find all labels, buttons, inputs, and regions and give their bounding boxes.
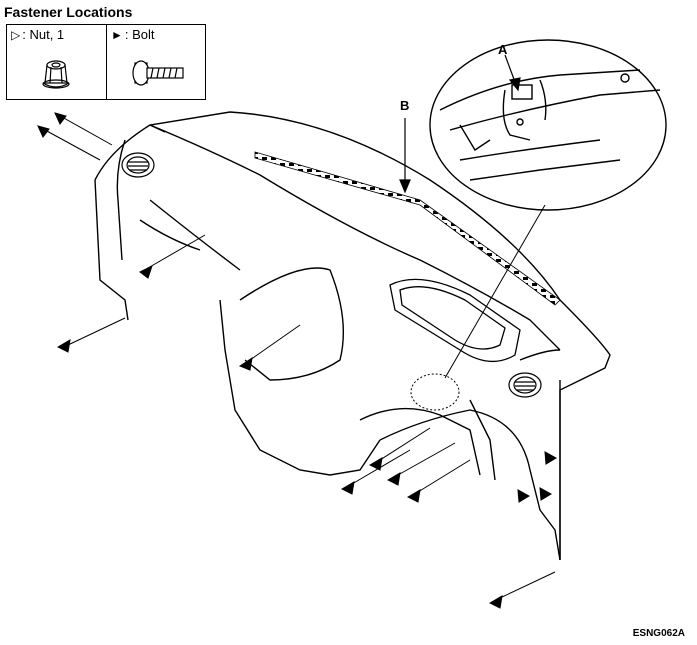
filled-triangle-icon: ►: [111, 28, 123, 42]
figure-code: ESNG062A: [632, 628, 685, 639]
bolt-marker: [340, 481, 355, 495]
nut-icon: [42, 60, 70, 89]
bolt-marker: [37, 125, 50, 138]
bolt-marker: [488, 595, 503, 609]
bolt-marker: [386, 472, 401, 486]
hollow-triangle-icon: ▷: [11, 28, 21, 42]
left-air-vent: [121, 152, 155, 178]
dashboard-panel: [94, 111, 611, 561]
bolt-icon: [132, 60, 184, 86]
detail-location-circle: [410, 373, 460, 411]
bolt-marker: [54, 112, 67, 125]
arrow-b: [399, 118, 411, 194]
bolt-marker: [56, 339, 71, 353]
detail-leader-line: [444, 204, 546, 379]
legend-nut-label: : Nut, 1: [22, 27, 65, 42]
detail-inset: [429, 39, 667, 211]
bolt-marker: [544, 451, 558, 465]
right-air-vent: [508, 372, 542, 398]
legend-bolt: ►: Bolt: [106, 25, 205, 99]
airbag-opening: [389, 278, 521, 362]
callout-b: B: [400, 98, 410, 113]
bolt-marker: [368, 457, 383, 471]
fastener-legend: ▷: Nut, 1 ►: Bolt: [6, 24, 206, 100]
arrow-a: [504, 54, 521, 92]
figure-title: Fastener Locations: [4, 4, 133, 20]
bolt-marker: [517, 489, 531, 503]
bolt-marker: [539, 487, 553, 501]
legend-nut: ▷: Nut, 1: [7, 25, 106, 99]
bolt-leaders: [37, 112, 558, 609]
bolt-marker: [406, 489, 421, 503]
legend-bolt-label: : Bolt: [124, 27, 155, 42]
bolt-marker: [139, 265, 153, 279]
defroster-vent-strip: [254, 151, 561, 306]
bolt-marker: [238, 356, 253, 371]
callout-a: A: [498, 42, 508, 57]
